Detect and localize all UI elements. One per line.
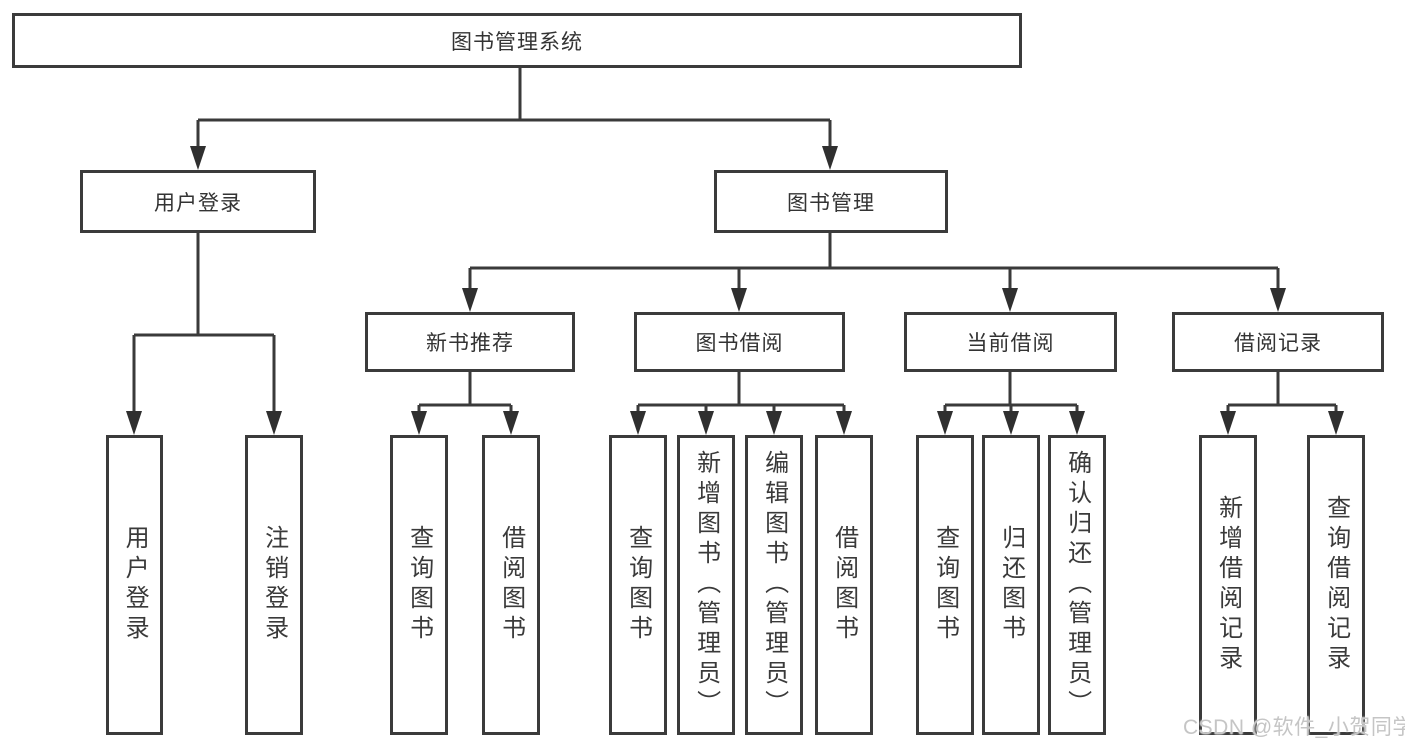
leaf-current-return-books: 归还图书 bbox=[982, 435, 1040, 735]
node-new-book-recommend: 新书推荐 bbox=[365, 312, 575, 372]
node-label: 用户登录 bbox=[154, 191, 242, 215]
leaf-records-add-borrow-record: 新增借阅记录 bbox=[1199, 435, 1257, 735]
leaf-borrow-query-books: 查询图书 bbox=[609, 435, 667, 735]
leaf-label: 注销登录 bbox=[260, 525, 288, 645]
leaf-label: 新增借阅记录 bbox=[1214, 495, 1242, 675]
node-borrow-records: 借阅记录 bbox=[1172, 312, 1384, 372]
leaf-label: 用户登录 bbox=[121, 525, 149, 645]
node-label: 新书推荐 bbox=[426, 332, 514, 355]
leaf-label: 查询图书 bbox=[624, 525, 652, 645]
node-user-login: 用户登录 bbox=[80, 170, 316, 233]
leaf-logout: 注销登录 bbox=[245, 435, 303, 735]
node-label: 当前借阅 bbox=[966, 332, 1055, 355]
node-root-library-system: 图书管理系统 bbox=[12, 13, 1022, 68]
leaf-label: 归还图书 bbox=[997, 525, 1025, 645]
leaf-label: 借阅图书 bbox=[497, 525, 525, 645]
leaf-label: 查询图书 bbox=[931, 525, 959, 645]
node-book-borrow: 图书借阅 bbox=[634, 312, 845, 372]
node-label: 借阅记录 bbox=[1234, 332, 1322, 355]
leaf-label: 查询图书 bbox=[405, 525, 433, 645]
node-current-borrow: 当前借阅 bbox=[904, 312, 1117, 372]
leaf-borrow-edit-books-admin: 编辑图书（管理员） bbox=[745, 435, 803, 735]
leaf-label: 确认归还（管理员） bbox=[1063, 450, 1091, 720]
node-book-management: 图书管理 bbox=[714, 170, 948, 233]
leaf-borrow-borrow-books: 借阅图书 bbox=[815, 435, 873, 735]
node-label: 图书管理 bbox=[787, 191, 875, 215]
csdn-watermark: CSDN @软件_小贺同学 bbox=[1183, 716, 1405, 739]
arrowhead-icons bbox=[126, 146, 1344, 435]
leaf-user-login: 用户登录 bbox=[106, 435, 163, 735]
leaf-current-confirm-return-admin: 确认归还（管理员） bbox=[1048, 435, 1106, 735]
leaf-recommend-borrow-books: 借阅图书 bbox=[482, 435, 540, 735]
leaf-records-query-borrow-record: 查询借阅记录 bbox=[1307, 435, 1365, 735]
leaf-recommend-query-books: 查询图书 bbox=[390, 435, 448, 735]
leaf-label: 查询借阅记录 bbox=[1322, 495, 1350, 675]
leaf-label: 借阅图书 bbox=[830, 525, 858, 645]
leaf-borrow-add-books-admin: 新增图书（管理员） bbox=[677, 435, 735, 735]
node-label: 图书借阅 bbox=[695, 332, 784, 355]
leaf-current-query-books: 查询图书 bbox=[916, 435, 974, 735]
node-label: 图书管理系统 bbox=[451, 30, 583, 54]
leaf-label: 编辑图书（管理员） bbox=[760, 450, 788, 720]
leaf-label: 新增图书（管理员） bbox=[692, 450, 720, 720]
